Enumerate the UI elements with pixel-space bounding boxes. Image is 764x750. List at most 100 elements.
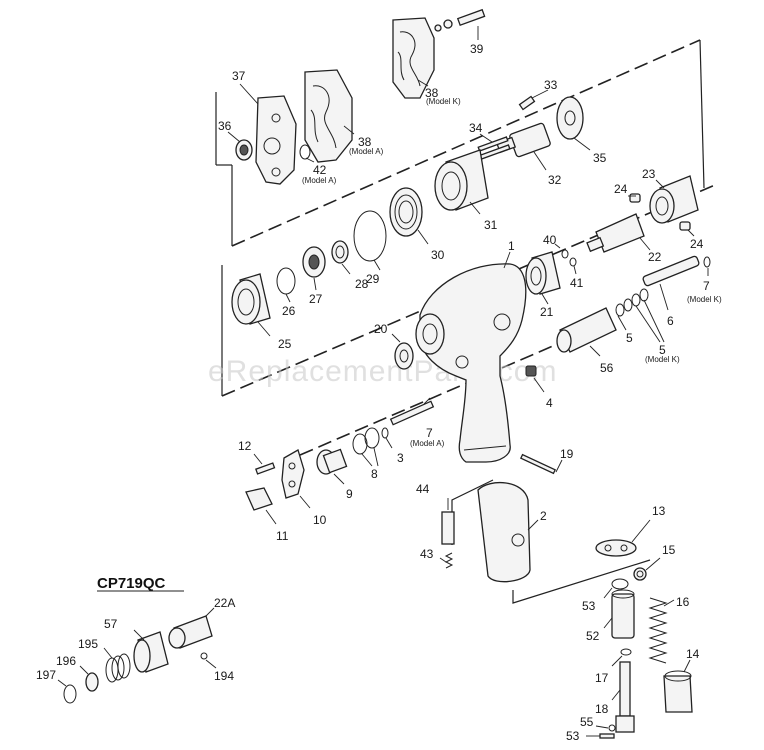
- label-194: 57: [104, 617, 118, 631]
- part-31-cylinder: [434, 149, 489, 211]
- part-197-ring: [85, 672, 99, 692]
- part-28-washer: [331, 240, 349, 264]
- part-35-end-plate: [556, 96, 584, 140]
- label-19: 19: [560, 447, 574, 461]
- label-6: 6: [667, 314, 674, 328]
- label-18: 18: [595, 702, 609, 716]
- part-14-fitting: [663, 670, 693, 713]
- label-4: 4: [546, 396, 553, 410]
- label-33: 33: [544, 78, 558, 92]
- part-44-filter: [441, 511, 455, 545]
- part-53-ring: [611, 578, 629, 590]
- part-40-ring: [561, 249, 569, 259]
- label-7-k: 7: [703, 279, 710, 293]
- label-1: 1: [508, 239, 515, 253]
- part-20-ring: [394, 342, 414, 370]
- label-10: 10: [313, 513, 327, 527]
- grip-inlet-group: [441, 453, 693, 739]
- label-7-a-note: (Model A): [410, 439, 445, 448]
- part-36-bearing: [235, 139, 253, 161]
- part-19-pin: [519, 453, 557, 475]
- part-195-ball: [200, 652, 208, 660]
- label-26: 26: [282, 304, 296, 318]
- label-2: 2: [540, 509, 547, 523]
- label-20: 20: [374, 322, 388, 336]
- label-42: 42: [313, 163, 327, 177]
- part-21-bushing: [525, 251, 561, 295]
- part-9-bushing: [316, 448, 348, 475]
- label-198: 197: [36, 668, 56, 682]
- label-56: 55: [580, 715, 594, 729]
- label-9: 9: [346, 487, 353, 501]
- part-55-screw: [599, 733, 615, 739]
- label-32: 32: [548, 173, 562, 187]
- callouts: 39 38 (Model K) 38 (Model A) 37 36 42 (M…: [36, 26, 722, 743]
- hammer-group: [525, 175, 711, 353]
- part-43-spring: [444, 552, 454, 569]
- label-52: 52: [586, 629, 600, 643]
- part-11-block: [245, 487, 273, 511]
- cp719qc-group: CP719QC: [63, 575, 213, 704]
- part-2-grip: [477, 481, 531, 583]
- label-28: 28: [355, 277, 369, 291]
- part-6-valve: [642, 255, 711, 287]
- label-36: 36: [218, 119, 232, 133]
- part-8-rings: [352, 427, 380, 455]
- label-41: 41: [570, 276, 584, 290]
- label-40: 40: [543, 233, 557, 247]
- label-21: 21: [540, 305, 554, 319]
- label-55: 53: [566, 729, 580, 743]
- part-42-o-ring: [299, 144, 311, 160]
- label-24-lower: 24: [690, 237, 704, 251]
- label-44: 44: [416, 482, 430, 496]
- part-12-screw: [255, 462, 276, 475]
- label-22: 22: [648, 250, 662, 264]
- label-197: 196: [56, 654, 76, 668]
- label-3: 3: [397, 451, 404, 465]
- part-24-pin-upper: [629, 193, 641, 203]
- part-25-sleeve: [231, 273, 271, 325]
- watermark: eReplacementParts.com: [208, 355, 557, 388]
- label-38-k-note: (Model K): [426, 97, 461, 106]
- housing-group: [394, 263, 537, 463]
- label-37: 37: [232, 69, 246, 83]
- label-14: 14: [686, 647, 700, 661]
- part-194-sleeve: [133, 631, 169, 673]
- throttle-group: [245, 400, 435, 511]
- part-37-gasket: [255, 95, 297, 185]
- part-1-housing: [419, 263, 527, 463]
- label-38-a-note: (Model A): [349, 147, 384, 156]
- label-7-k-note: (Model K): [687, 295, 722, 304]
- label-13: 13: [652, 504, 666, 518]
- part-27-bearing: [302, 246, 326, 278]
- part-30-front-plate: [389, 187, 423, 237]
- back-plate-group: [235, 8, 486, 185]
- part-22-anvil: [586, 213, 645, 253]
- label-57: 56: [600, 361, 614, 375]
- label-43: 43: [420, 547, 434, 561]
- part-29-ring: [353, 210, 387, 262]
- part-198-ring: [63, 684, 77, 704]
- label-195: 194: [214, 669, 234, 683]
- part-56-ball: [608, 724, 616, 732]
- part-41-ring: [569, 257, 577, 267]
- label-34: 34: [469, 121, 483, 135]
- label-53: 53: [582, 599, 596, 613]
- part-24-pin-lower: [679, 221, 691, 231]
- label-24-upper: 24: [614, 182, 628, 196]
- part-33-key: [518, 95, 536, 111]
- label-5b: 5: [659, 343, 666, 357]
- label-5a: 5: [626, 331, 633, 345]
- label-38-a: 38: [358, 135, 372, 149]
- label-25: 25: [278, 337, 292, 351]
- label-22a: 22A: [214, 596, 235, 610]
- part-18-stem: [615, 661, 635, 733]
- label-11: 11: [276, 529, 289, 543]
- part-4-screw: [525, 365, 537, 377]
- label-7-a: 7: [426, 426, 433, 440]
- label-16: 16: [676, 595, 690, 609]
- part-7-valve-model-a: [389, 400, 435, 426]
- label-29: 29: [366, 272, 380, 286]
- label-12: 12: [238, 439, 252, 453]
